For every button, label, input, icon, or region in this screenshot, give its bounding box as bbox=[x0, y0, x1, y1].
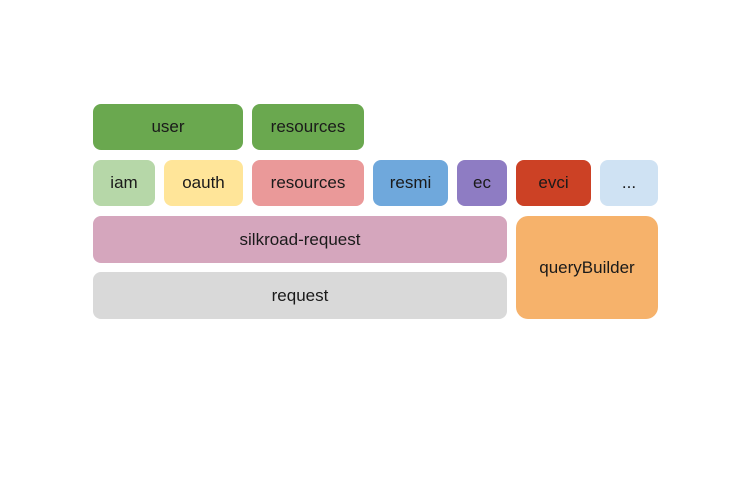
block-oauth: oauth bbox=[164, 160, 243, 206]
block-resmi: resmi bbox=[373, 160, 448, 206]
block-user: user bbox=[93, 104, 243, 150]
block-request: request bbox=[93, 272, 507, 319]
block-iam: iam bbox=[93, 160, 155, 206]
block-resources-top: resources bbox=[252, 104, 364, 150]
block-evci: evci bbox=[516, 160, 591, 206]
block-ec: ec bbox=[457, 160, 507, 206]
block-resources-service: resources bbox=[252, 160, 364, 206]
block-query-builder: queryBuilder bbox=[516, 216, 658, 319]
block-more: ... bbox=[600, 160, 658, 206]
block-silkroad-request: silkroad-request bbox=[93, 216, 507, 263]
